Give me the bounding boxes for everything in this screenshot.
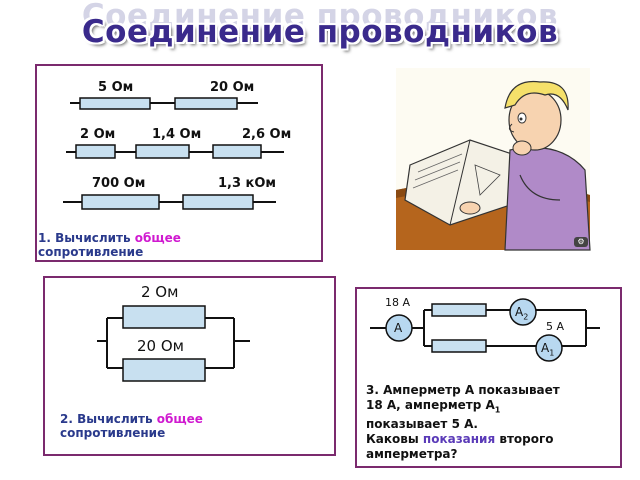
- task3-resistor-bottom: [431, 339, 487, 353]
- current-branch-label: 5 А: [546, 320, 565, 333]
- task2-resistor-bottom: [122, 358, 206, 382]
- ammeter-main: [385, 314, 413, 342]
- task3-line5: амперметра?: [366, 447, 458, 462]
- task2-label-bottom: 20 Ом: [137, 337, 184, 355]
- row3-label-1: 700 Ом: [92, 176, 146, 191]
- page-title: Соединение проводников: [81, 14, 559, 50]
- task2-prefix: 2. Вычислить: [60, 412, 157, 426]
- task3-resistor-top: [431, 303, 487, 317]
- ammeter-1-label: А1: [541, 341, 555, 358]
- task2-suffix: сопротивление: [60, 426, 166, 440]
- task3-line4-suffix: второго: [495, 432, 554, 447]
- row2-resistor-2: [135, 144, 190, 159]
- task3-line3: показывает 5 А.: [366, 417, 478, 432]
- ammeter-1: [535, 334, 563, 362]
- task1-text: 1. Вычислить общее сопротивление: [38, 231, 298, 259]
- task1-suffix: сопротивление: [38, 245, 144, 259]
- row3-label-2: 1,3 кОм: [218, 176, 277, 191]
- row1-label-1: 5 Ом: [98, 80, 134, 95]
- ammeter-2-label: А2: [515, 305, 529, 322]
- task3-line2-sub: 1: [494, 405, 501, 415]
- row2-label-1: 2 Ом: [80, 127, 116, 142]
- task1-prefix: 1. Вычислить: [38, 231, 135, 245]
- row2-label-3: 2,6 Ом: [242, 127, 292, 142]
- row1-resistor-2: [174, 97, 238, 110]
- page-title-shadow: Соединение проводников: [81, 0, 559, 34]
- task2-text: 2. Вычислить общее сопротивление: [60, 412, 320, 440]
- row2-label-2: 1,4 Ом: [152, 127, 202, 142]
- task3-text: 3. Амперметр А показывает 18 А, ампермет…: [366, 383, 618, 462]
- task3-highlight: показания: [422, 432, 496, 447]
- task1-highlight: общее: [134, 231, 181, 245]
- task2-label-top: 2 Ом: [141, 283, 179, 301]
- ammeter-main-label: А: [394, 321, 403, 335]
- task3-line2: 18 А, амперметр А: [366, 398, 495, 412]
- task3-line1: 3. Амперметр А показывает: [366, 383, 560, 397]
- gear-icon: ⚙: [574, 237, 588, 247]
- row3-resistor-2: [182, 194, 254, 210]
- row1-resistor-1: [79, 97, 151, 110]
- task1-panel: [35, 64, 323, 262]
- task2-resistor-top: [122, 305, 206, 329]
- row1-label-2: 20 Ом: [210, 80, 255, 95]
- task3-line4-prefix: Каковы: [366, 432, 423, 447]
- row2-resistor-3: [212, 144, 262, 159]
- row3-resistor-1: [81, 194, 160, 210]
- current-main-label: 18 А: [385, 296, 411, 309]
- row2-resistor-1: [75, 144, 116, 159]
- task2-highlight: общее: [156, 412, 203, 426]
- ammeter-2: [509, 298, 537, 326]
